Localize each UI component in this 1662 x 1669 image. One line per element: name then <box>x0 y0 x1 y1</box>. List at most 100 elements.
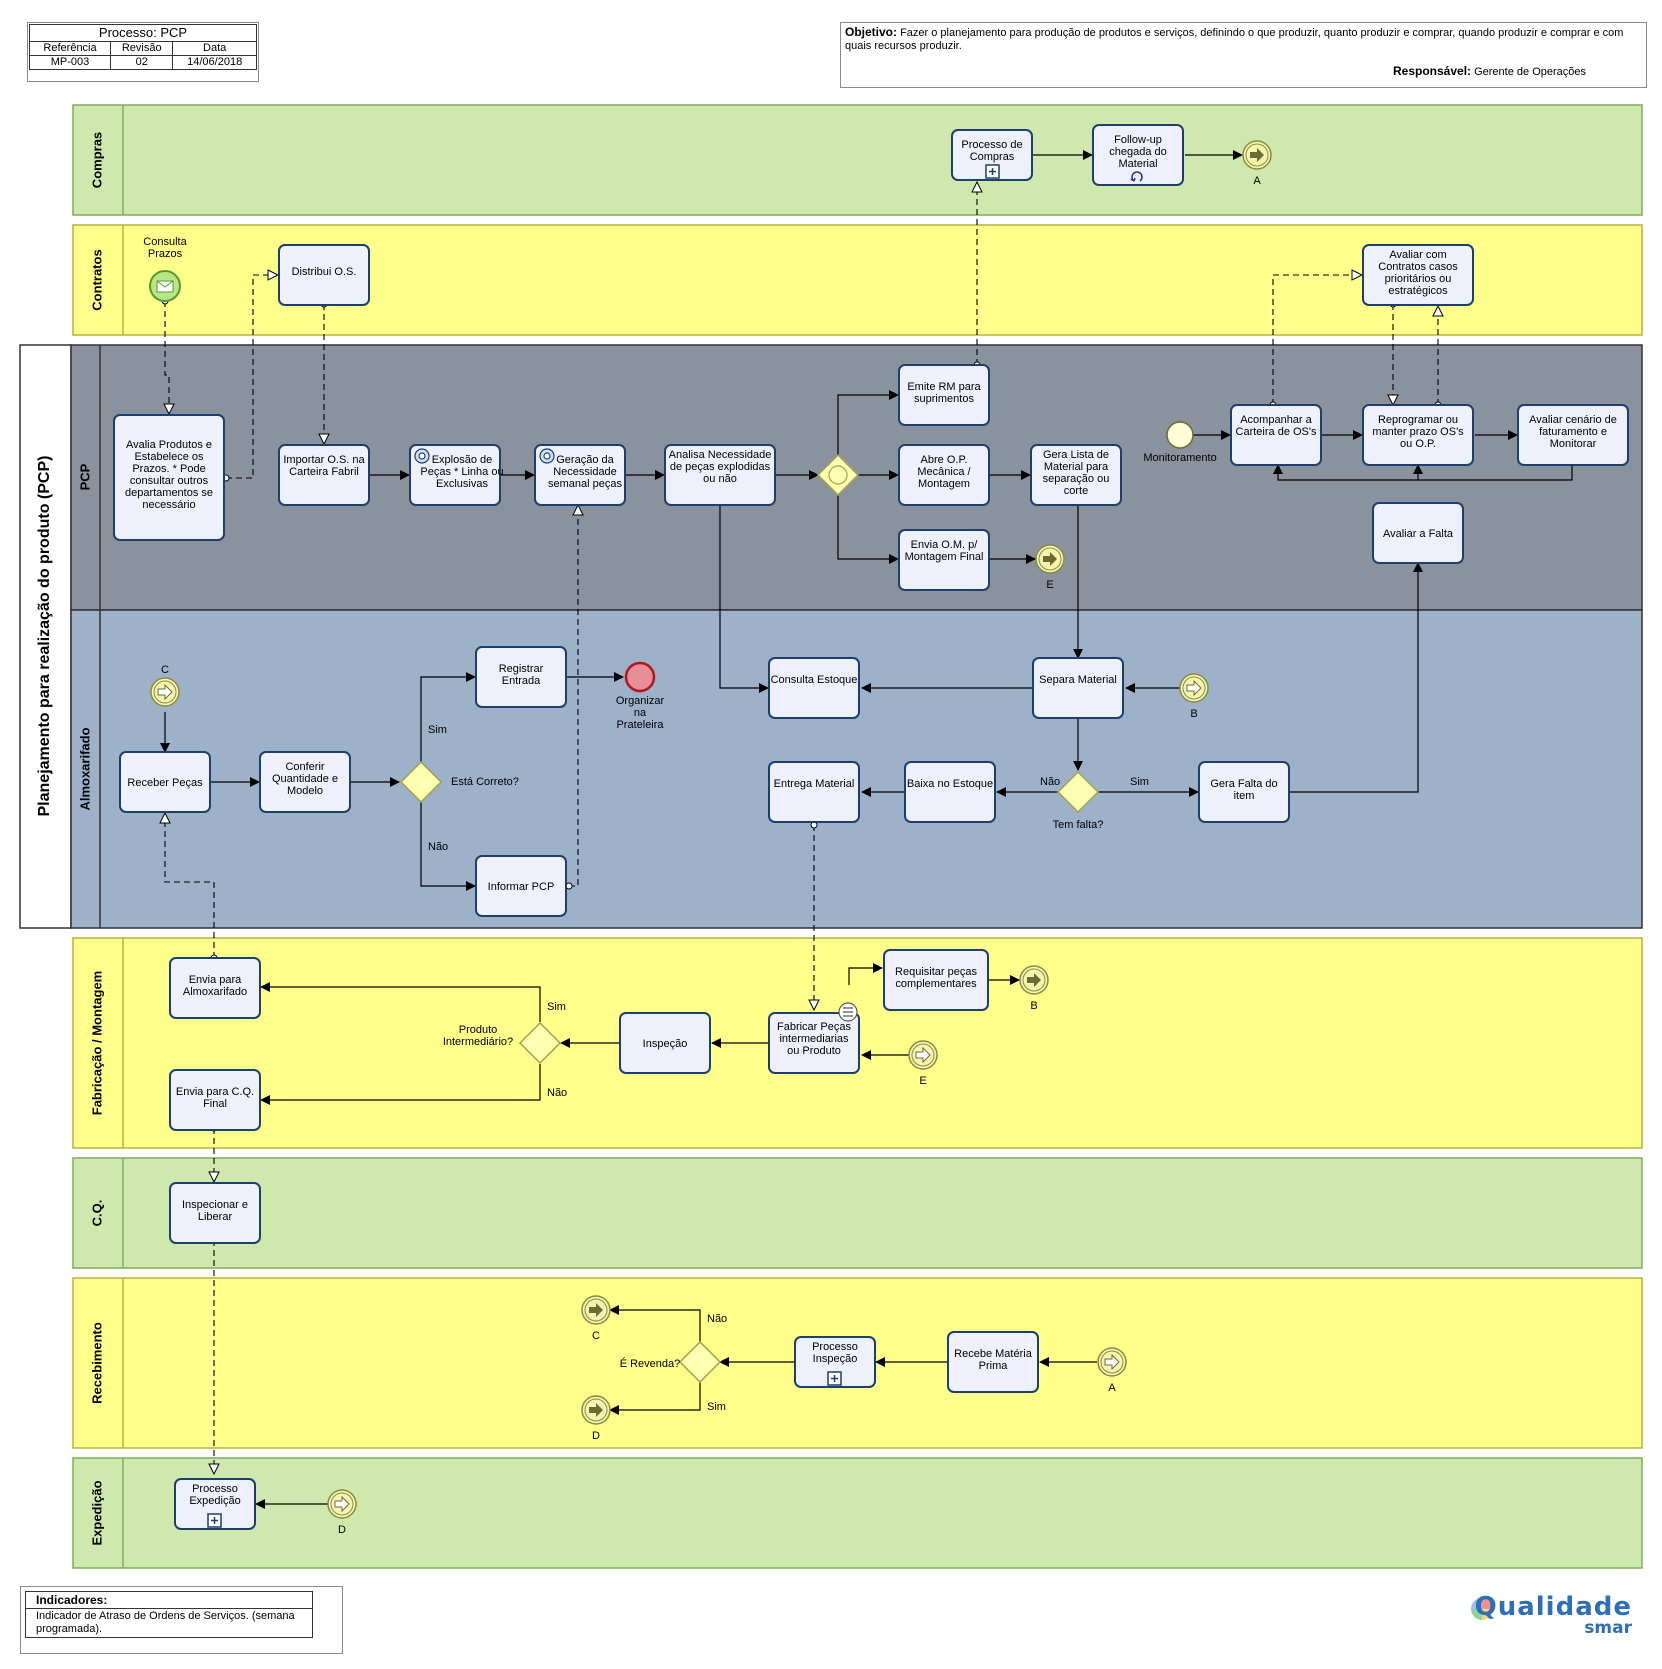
pool-title: Planejamento para realização do produto … <box>36 456 53 817</box>
gateway-tem-falta <box>1056 770 1100 814</box>
loop-icon <box>1130 171 1143 182</box>
task-gera-lista[interactable] <box>1030 444 1122 506</box>
svg-text:Receber Peças: Receber Peças <box>127 777 203 789</box>
start-event-monitoramento <box>1166 421 1194 449</box>
task-inspecao[interactable] <box>619 1012 711 1074</box>
svg-text:Abre O.P.Mecânica /Montagem: Abre O.P.Mecânica /Montagem <box>917 454 971 490</box>
task-receber-pecas[interactable] <box>119 751 211 813</box>
task-separa-material[interactable] <box>1032 657 1124 719</box>
message-flows <box>165 182 1438 1474</box>
task-explosao[interactable] <box>409 444 501 506</box>
task-acompanhar[interactable] <box>1230 404 1322 466</box>
svg-text:Não: Não <box>707 1313 727 1325</box>
task-envia-cq[interactable] <box>169 1069 261 1131</box>
lane-title-cq: C.Q. <box>89 1200 104 1227</box>
task-envia-om[interactable] <box>898 529 990 591</box>
task-registrar-entrada[interactable] <box>475 646 567 708</box>
svg-text:A: A <box>1253 175 1261 187</box>
task-consulta-estoque[interactable] <box>768 657 860 719</box>
svg-text:C: C <box>592 1330 600 1342</box>
objective-label: Objetivo: <box>845 25 898 39</box>
link-throw-b <box>1019 965 1049 995</box>
task-abre-op[interactable] <box>898 444 990 506</box>
task-follow-up[interactable] <box>1092 124 1184 186</box>
task-geracao[interactable] <box>534 444 626 506</box>
svg-text:Envia para C.Q.Final: Envia para C.Q.Final <box>176 1086 254 1110</box>
task-reprogramar[interactable] <box>1362 404 1474 466</box>
task-analisa[interactable] <box>664 444 776 506</box>
task-entrega-material[interactable] <box>768 761 860 823</box>
task-avaliar-cenario[interactable] <box>1517 404 1629 466</box>
parallel-marker <box>828 465 848 485</box>
task-conferir[interactable] <box>259 751 351 813</box>
col-referencia: Referência <box>28 41 112 56</box>
task-processo-compras[interactable] <box>951 129 1033 181</box>
link-throw-d <box>581 1395 611 1425</box>
svg-text:Separa Material: Separa Material <box>1039 674 1117 686</box>
svg-text:E: E <box>919 1075 926 1087</box>
svg-text:Consulta Estoque: Consulta Estoque <box>771 674 858 686</box>
task-avaliar-falta[interactable] <box>1372 502 1464 564</box>
task-gera-falta[interactable] <box>1198 761 1290 823</box>
task-recebe-mp[interactable] <box>947 1331 1039 1393</box>
link-catch-b <box>1179 673 1209 703</box>
tasks <box>113 124 1629 1530</box>
objective-text: Fazer o planejamento para produção de pr… <box>845 27 1624 52</box>
svg-text:C: C <box>161 664 169 676</box>
task-distribui-os[interactable] <box>278 244 370 306</box>
lane-title-expedicao: Expedição <box>89 1480 104 1545</box>
lane-title-almoxarifado: Almoxarifado <box>77 727 92 810</box>
svg-text:Não: Não <box>1040 776 1060 788</box>
task-requisitar[interactable] <box>883 949 989 1011</box>
task-avalia-produtos[interactable] <box>113 414 225 541</box>
col-data: Data <box>172 41 257 56</box>
process-header-table: Processo: PCP Referência Revisão Data MP… <box>28 24 257 70</box>
task-avaliar-contratos[interactable] <box>1362 244 1474 306</box>
task-baixa-estoque[interactable] <box>904 761 996 823</box>
svg-text:D: D <box>338 1524 346 1536</box>
svg-text:Não: Não <box>547 1087 567 1099</box>
gear-icon <box>414 448 430 464</box>
svg-text:Baixa no Estoque: Baixa no Estoque <box>907 778 993 790</box>
link-throw-e <box>1035 544 1065 574</box>
svg-text:Monitoramento: Monitoramento <box>1143 452 1216 464</box>
lane-cq: C.Q. <box>72 1157 1643 1269</box>
svg-text:Informar PCP: Informar PCP <box>488 881 555 893</box>
svg-text:A: A <box>1108 1382 1116 1394</box>
link-throw-a <box>1242 140 1272 170</box>
svg-text:Está Correto?: Está Correto? <box>451 776 519 788</box>
brand-logo: Qualidade smar <box>1470 1592 1632 1638</box>
task-envia-almox[interactable] <box>169 957 261 1019</box>
indicators-box: Indicadores: Indicador de Atraso de Orde… <box>20 1586 343 1654</box>
objective-line: Objetivo: Fazer o planejamento para prod… <box>845 26 1642 53</box>
task-processo-inspecao[interactable] <box>794 1336 876 1388</box>
task-processo-expedicao[interactable] <box>174 1478 256 1530</box>
link-catch-a <box>1097 1347 1127 1377</box>
task-informar-pcp[interactable] <box>475 855 567 917</box>
svg-text:Sim: Sim <box>547 1001 566 1013</box>
svg-text:Envia O.M. p/Montagem Final: Envia O.M. p/Montagem Final <box>905 539 984 563</box>
task-inspecionar[interactable] <box>169 1182 261 1244</box>
lane-title-pcp: PCP <box>77 463 92 490</box>
svg-text:D: D <box>592 1430 600 1442</box>
task-importar-os[interactable] <box>278 444 370 506</box>
col-revisao: Revisão <box>110 41 174 56</box>
task-emite-rm[interactable] <box>898 364 990 426</box>
process-header-box: Processo: PCP Referência Revisão Data MP… <box>27 22 259 82</box>
ref-value: MP-003 <box>28 55 112 70</box>
task-fabricar[interactable] <box>768 1012 860 1074</box>
